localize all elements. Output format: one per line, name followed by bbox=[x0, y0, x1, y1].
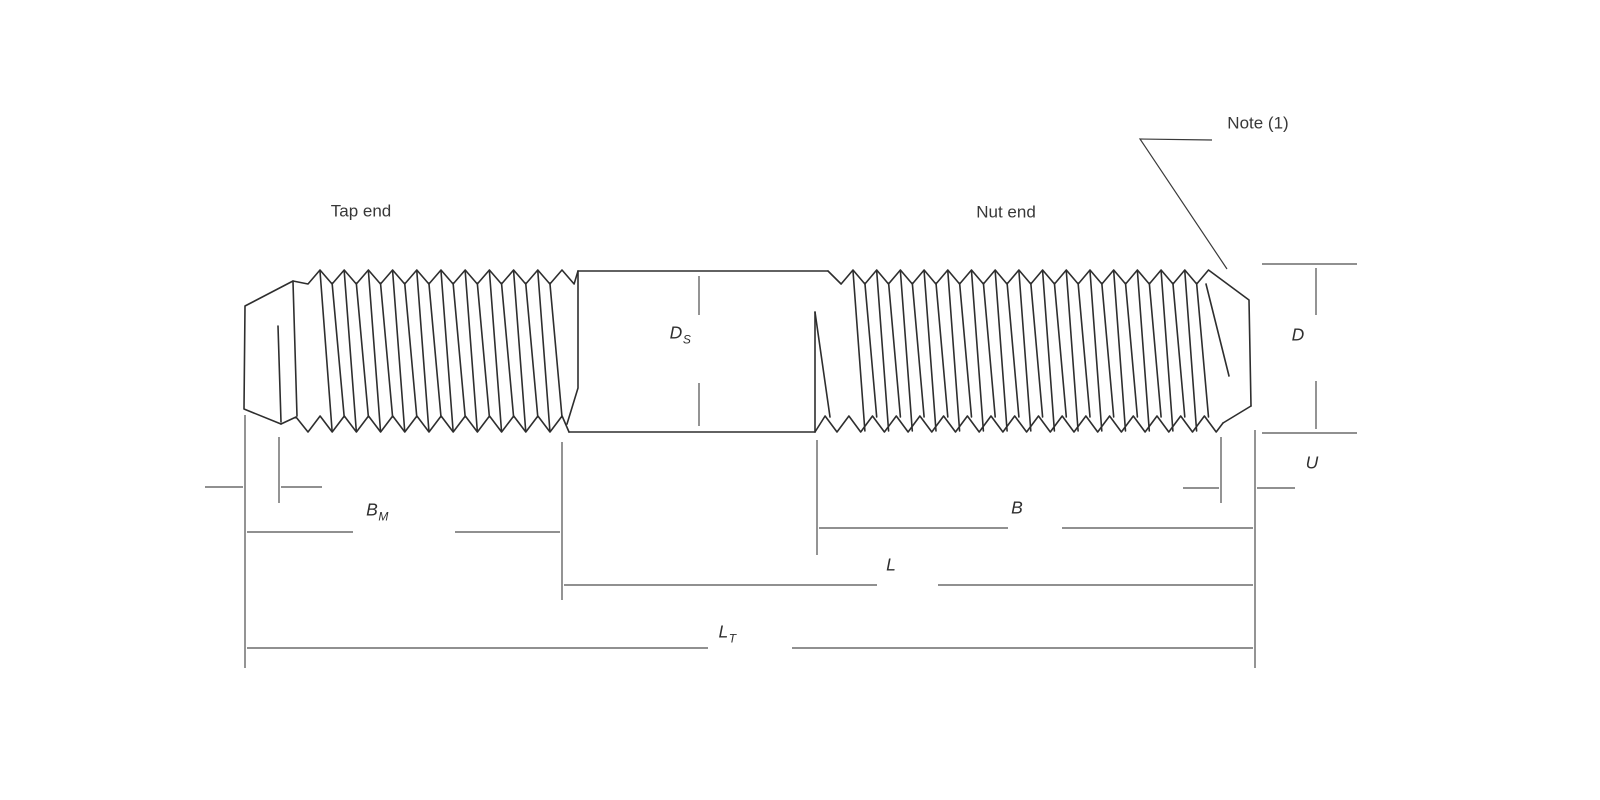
overall-length-subscript: T bbox=[728, 630, 737, 645]
nut-thread-length-label: B bbox=[1011, 499, 1023, 517]
overall-length-symbol: L bbox=[718, 621, 729, 642]
tap-thread-length-subscript: M bbox=[378, 508, 389, 523]
point-length-label: U bbox=[1306, 454, 1319, 472]
point-length-symbol: U bbox=[1305, 452, 1319, 473]
tap-end-point bbox=[243, 280, 294, 425]
note-1-label: Note (1) bbox=[1227, 113, 1289, 133]
tap-end-label: Tap end bbox=[330, 201, 392, 221]
extension-lines bbox=[244, 263, 1357, 668]
stud-length-symbol: L bbox=[886, 554, 896, 575]
note-leader-line bbox=[1138, 138, 1228, 270]
nut-thread-length-symbol: B bbox=[1011, 497, 1023, 518]
tap-thread-length-symbol: B bbox=[366, 499, 378, 520]
tap-end-threads bbox=[280, 269, 579, 433]
nut-end-threads bbox=[814, 269, 1252, 433]
shank-right-runout-diagonal bbox=[814, 311, 831, 418]
overall-length-label: LT bbox=[718, 621, 736, 644]
major-diameter-label: D bbox=[1292, 326, 1305, 344]
tap-end-thread-runout bbox=[277, 325, 282, 423]
nut-end-thread-runout bbox=[1205, 283, 1230, 377]
nut-end-label: Nut end bbox=[976, 202, 1036, 222]
shank-diameter-subscript: S bbox=[682, 331, 691, 346]
dimension-lines bbox=[205, 268, 1317, 649]
tap-thread-length-label: BM bbox=[366, 499, 388, 522]
stud-outline bbox=[243, 270, 1252, 433]
major-diameter-symbol: D bbox=[1291, 324, 1305, 345]
shank-left-runout bbox=[566, 270, 579, 425]
stud-length-label: L bbox=[886, 556, 896, 574]
tap-end-first-flank bbox=[292, 281, 298, 417]
shank-diameter-symbol: D bbox=[669, 322, 683, 343]
nut-end-bottom-chamfer bbox=[1222, 405, 1252, 424]
shank-diameter-label: DS bbox=[669, 322, 691, 345]
